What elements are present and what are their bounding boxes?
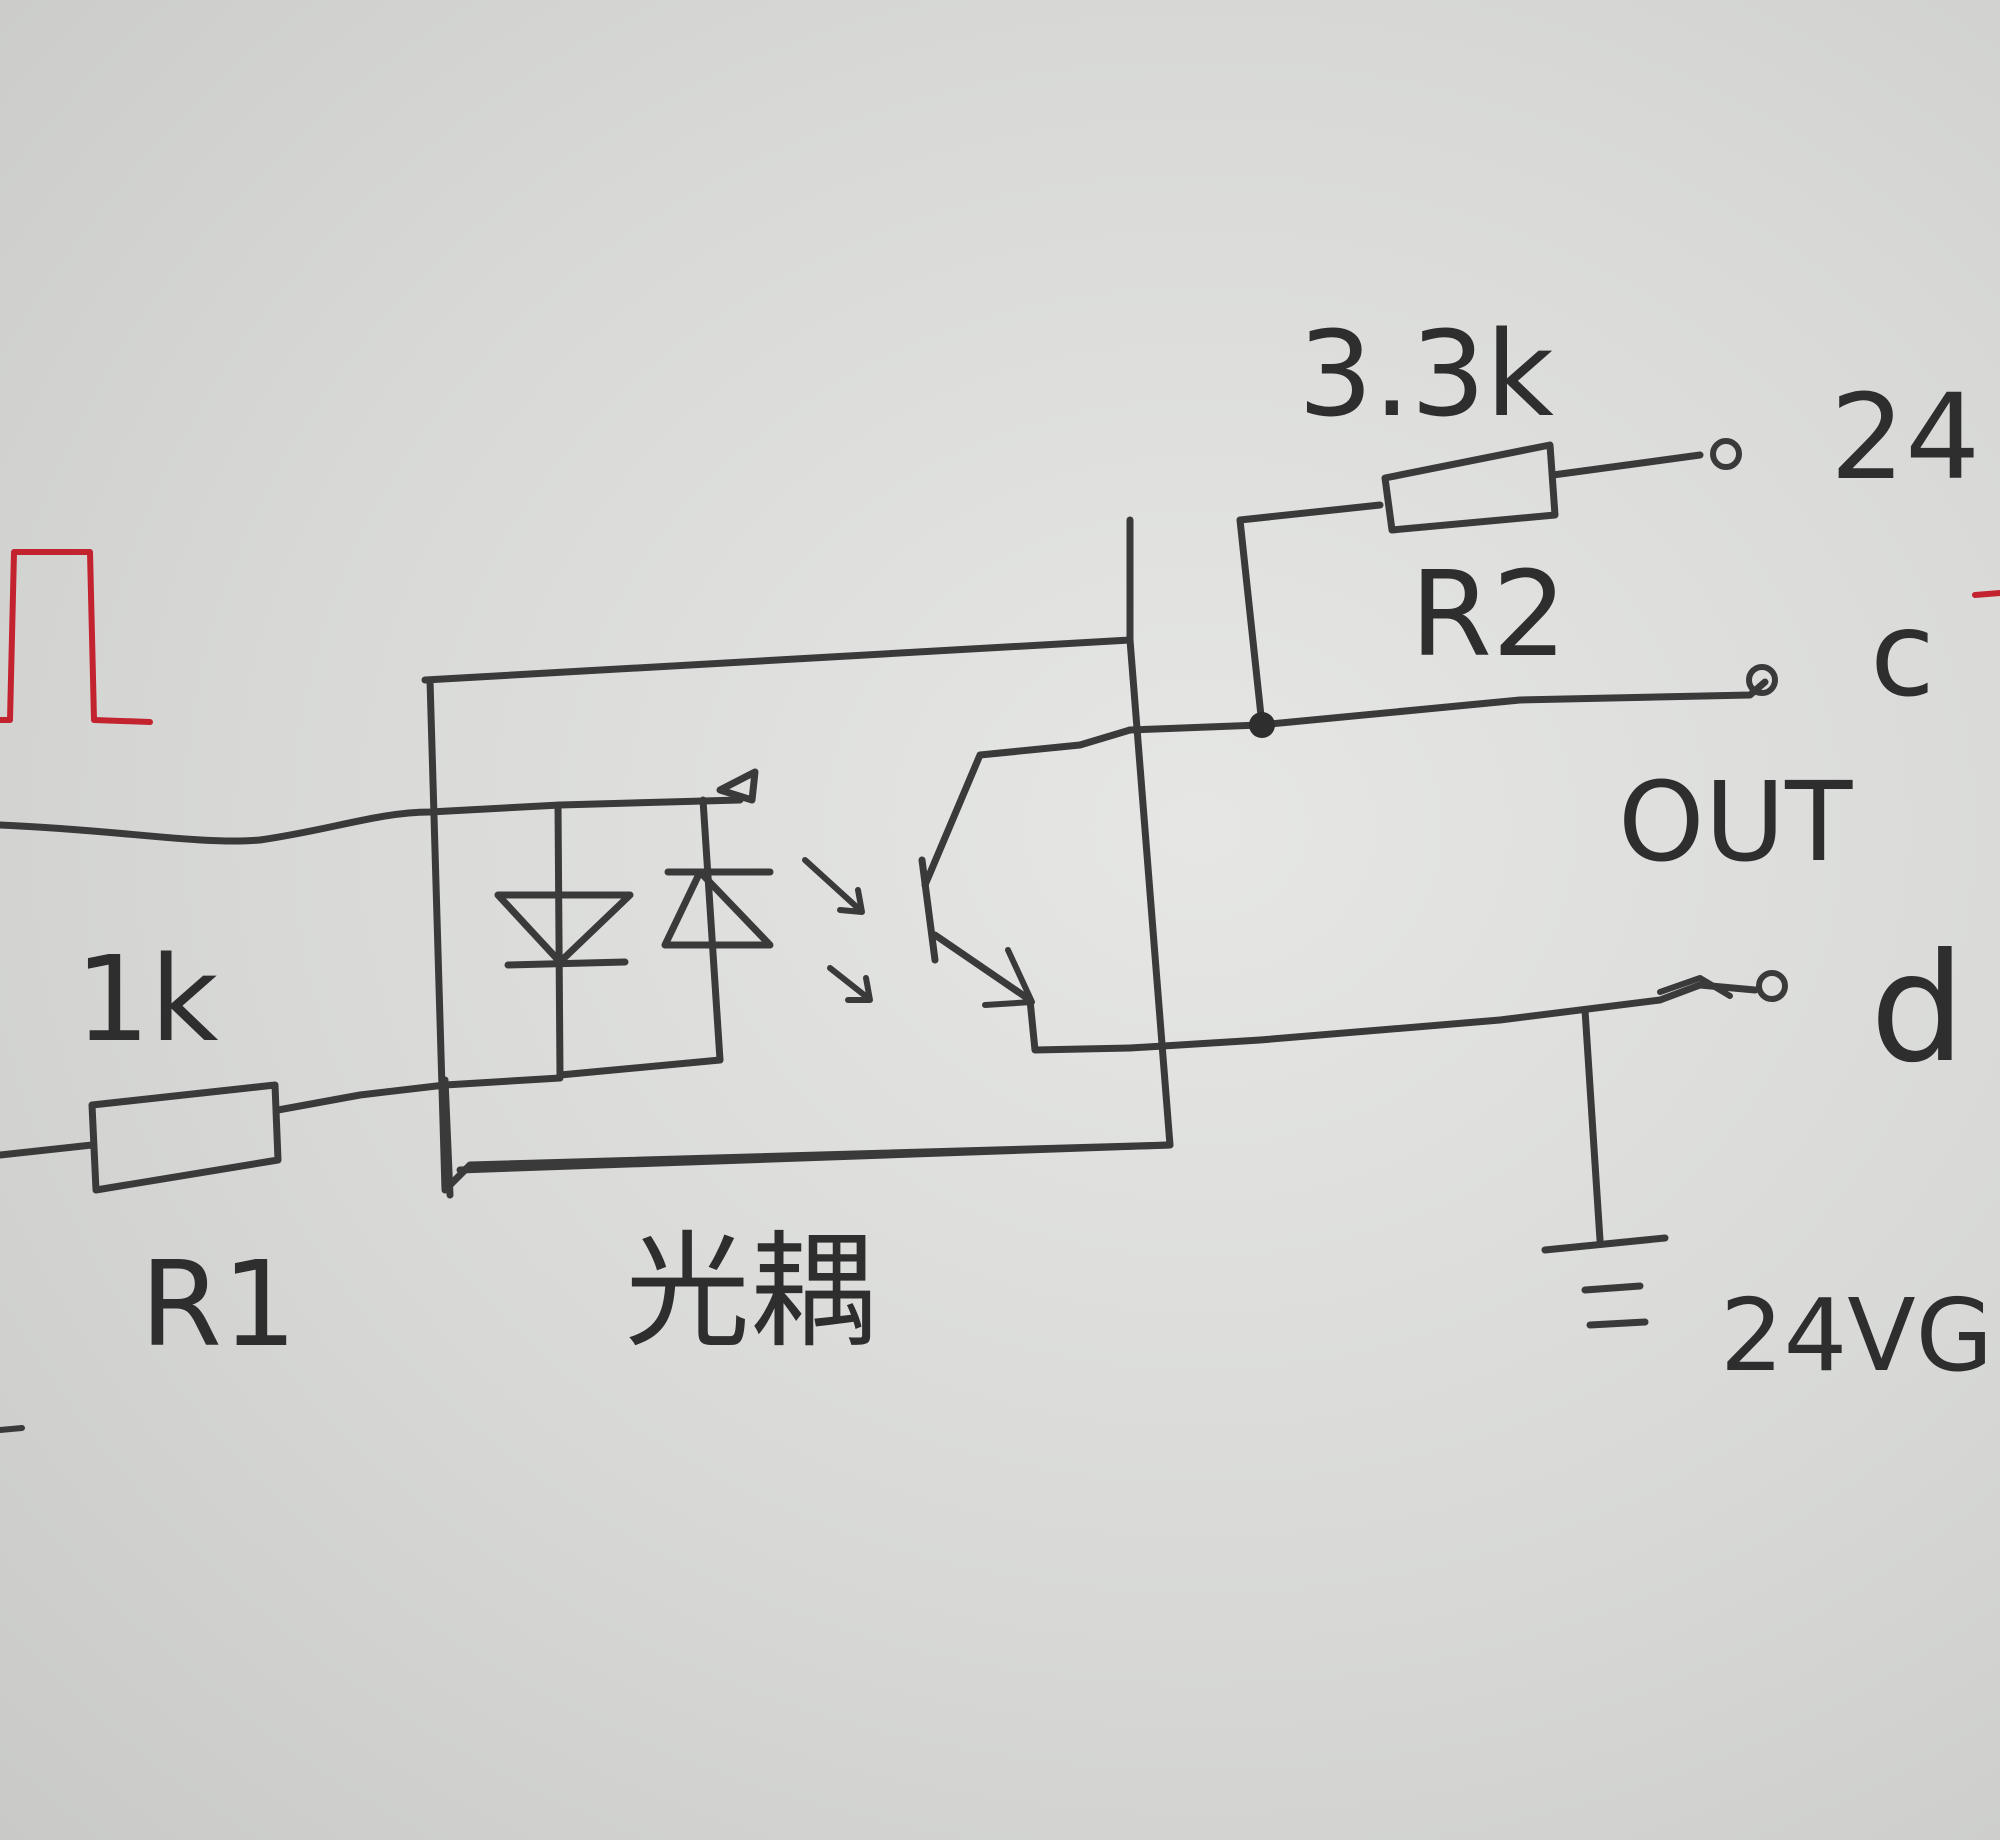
ground-label: 24VGN bbox=[1720, 1277, 2000, 1394]
r2-lead-right bbox=[1549, 451, 1704, 479]
ground-drop bbox=[1581, 1006, 1604, 1244]
input-wire-arrow bbox=[716, 768, 759, 804]
optocoupler-label: 光耦 bbox=[625, 1220, 875, 1365]
r1-value-label: 1k bbox=[75, 930, 218, 1068]
r1-resistor bbox=[88, 1081, 282, 1194]
collector-wire bbox=[1126, 678, 1769, 734]
input-pulse-waveform bbox=[0, 549, 153, 725]
r2-resistor bbox=[1381, 441, 1559, 534]
r1-name-label: R1 bbox=[140, 1235, 297, 1373]
terminal-d-label: d bbox=[1870, 922, 1965, 1096]
margin-red-dash bbox=[1972, 590, 2000, 598]
r2-name-label: R2 bbox=[1410, 545, 1567, 683]
terminal-24-circle bbox=[1710, 438, 1742, 470]
junction-node bbox=[1249, 712, 1275, 738]
margin-dash bbox=[0, 1425, 25, 1433]
led-pair bbox=[494, 796, 774, 1079]
phototransistor bbox=[918, 726, 1134, 1054]
input-wire-top bbox=[0, 796, 744, 845]
terminal-out-label: OUT bbox=[1618, 758, 1853, 886]
r1-lead-left bbox=[0, 1141, 96, 1159]
r2-value-label: 3.3k bbox=[1298, 305, 1554, 443]
terminal-24-label: 24 bbox=[1830, 368, 1980, 506]
optocoupler-box-bottom bbox=[441, 1076, 1174, 1199]
terminal-d-circle bbox=[1756, 970, 1788, 1002]
r2-branch bbox=[1236, 501, 1384, 729]
optocoupler-box bbox=[421, 516, 1174, 1194]
light-arrows bbox=[802, 857, 873, 1003]
r1-lead-right bbox=[274, 1074, 564, 1114]
terminal-c-circle bbox=[1746, 664, 1778, 696]
emitter-wire-squiggle bbox=[1657, 975, 1733, 999]
terminal-c-label: c bbox=[1870, 585, 1935, 723]
ground-symbol bbox=[1541, 1234, 1669, 1329]
